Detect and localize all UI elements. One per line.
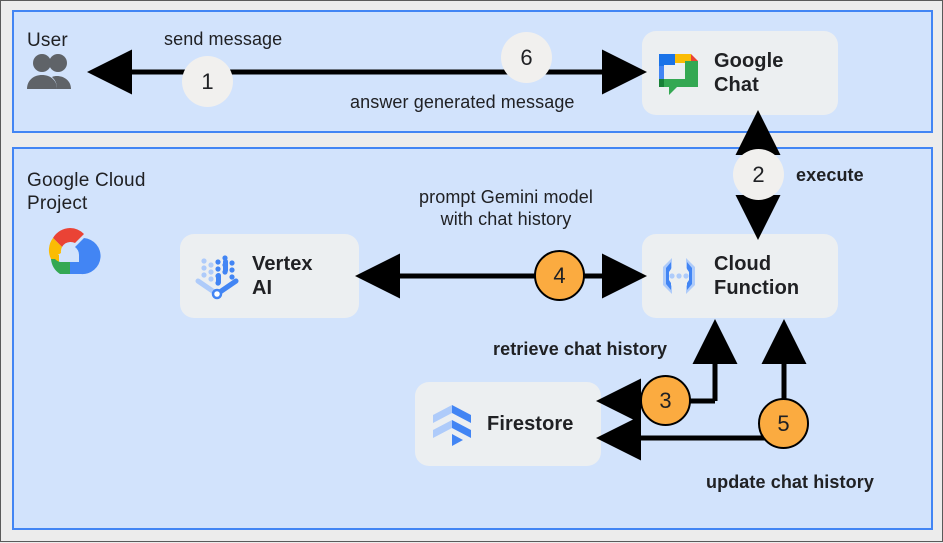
- label-retrieve-chat-history: retrieve chat history: [493, 339, 668, 359]
- label-prompt-line2: with chat history: [440, 209, 572, 229]
- google-cloud-icon: [37, 223, 103, 279]
- label-send-message: send message: [164, 29, 283, 49]
- node-vertex-ai[interactable]: Vertex AI: [180, 234, 359, 318]
- step-circle-2[interactable]: 2: [733, 149, 784, 200]
- vertex-ai-icon: [192, 251, 242, 301]
- step-circle-5[interactable]: 5: [758, 398, 809, 449]
- label-prompt-gemini: prompt Gemini model with chat history: [419, 186, 593, 230]
- firestore-icon: [427, 399, 477, 449]
- panel-gcp-title: Google Cloud Project: [27, 170, 146, 214]
- cf-label-line2: Function: [714, 277, 800, 299]
- step-circle-4[interactable]: 4: [534, 250, 585, 301]
- label-answer-generated: answer generated message: [350, 92, 575, 112]
- step-circle-6[interactable]: 6: [501, 32, 552, 83]
- google-chat-label-line2: Chat: [714, 74, 759, 96]
- node-cloud-function[interactable]: Cloud Function: [642, 234, 838, 318]
- cloud-function-icon: [654, 251, 704, 301]
- node-firestore[interactable]: Firestore: [415, 382, 601, 466]
- step-circle-3[interactable]: 3: [640, 375, 691, 426]
- label-execute: execute: [796, 165, 864, 185]
- label-update-chat-history: update chat history: [706, 472, 874, 492]
- vertex-label-line1: Vertex: [252, 253, 313, 275]
- vertex-label-line2: AI: [252, 277, 273, 299]
- label-prompt-line1: prompt Gemini model: [419, 187, 593, 207]
- step-circle-1[interactable]: 1: [182, 56, 233, 107]
- cf-label-line1: Cloud: [714, 253, 772, 275]
- panel-user-title: User: [27, 30, 68, 51]
- google-chat-label-line1: Google: [714, 50, 784, 72]
- node-vertex-ai-label: Vertex AI: [252, 252, 313, 300]
- node-firestore-label: Firestore: [487, 413, 574, 435]
- node-cloud-function-label: Cloud Function: [714, 252, 799, 300]
- google-chat-icon: [654, 48, 704, 98]
- node-google-chat-label: Google Chat: [714, 49, 784, 97]
- node-google-chat[interactable]: Google Chat: [642, 31, 838, 115]
- users-icon: [25, 53, 77, 93]
